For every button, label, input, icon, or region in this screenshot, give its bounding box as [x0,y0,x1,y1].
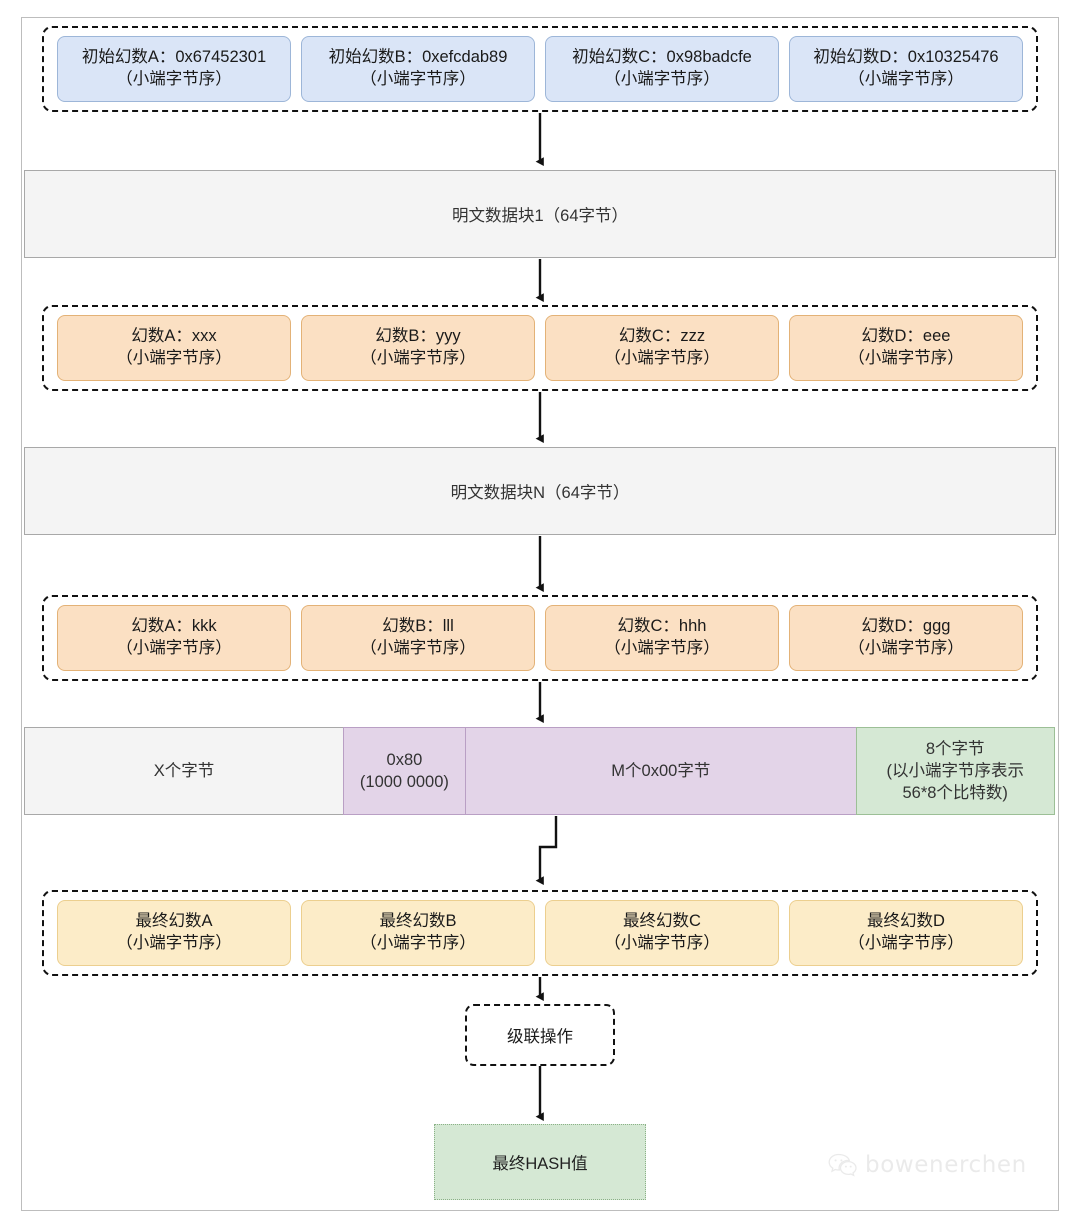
watermark: bowenerchen [828,1152,1027,1178]
magic-1-b: 幻数B：yyy （小端字节序） [301,315,535,381]
final-magic-a: 最终幻数A （小端字节序） [57,900,291,966]
padding-strip: X个字节 0x80 (1000 0000) M个0x00字节 8个字节 (以小端… [24,727,1056,815]
initial-magic-d: 初始幻数D：0x10325476 （小端字节序） [789,36,1023,102]
magic-n-d-value: 幻数D：ggg [861,617,951,636]
padding-length-note-2: 56*8个比特数) [902,784,1008,803]
cascade-operation-label: 级联操作 [507,1028,573,1046]
final-magic-d: 最终幻数D （小端字节序） [789,900,1023,966]
magic-n-b-endian: （小端字节序） [360,639,476,657]
padding-0x80-bits: (1000 0000) [359,773,449,791]
magic-1-a-value: 幻数A：xxx [131,327,217,346]
final-hash-node: 最终HASH值 [434,1124,646,1200]
final-magic-c: 最终幻数C （小端字节序） [545,900,779,966]
magic-numbers-group-n: 幻数A：kkk （小端字节序） 幻数B：lll （小端字节序） 幻数C：hhh … [42,595,1038,681]
padding-length-note-1: (以小端字节序表示 [886,761,1024,780]
initial-magic-numbers-group: 初始幻数A：0x67452301 （小端字节序） 初始幻数B：0xefcdab8… [42,26,1038,112]
padding-segment-length: 8个字节 (以小端字节序表示 56*8个比特数) [855,727,1055,815]
final-magic-b-label: 最终幻数B [379,912,457,931]
magic-1-b-endian: （小端字节序） [360,349,476,367]
initial-magic-b-value: 初始幻数B：0xefcdab89 [328,48,508,67]
watermark-text: bowenerchen [865,1152,1027,1178]
final-magic-b-endian: （小端字节序） [360,934,476,952]
padding-segment-x-bytes: X个字节 [24,727,344,815]
magic-1-d-endian: （小端字节序） [848,349,964,367]
initial-magic-c-endian: （小端字节序） [604,70,720,88]
plaintext-block-n: 明文数据块N（64字节） [24,447,1056,535]
padding-segment-0x80: 0x80 (1000 0000) [342,727,466,815]
magic-n-d-endian: （小端字节序） [848,639,964,657]
padding-0x80-label: 0x80 [386,750,423,769]
final-magic-d-endian: （小端字节序） [848,934,964,952]
plaintext-block-1: 明文数据块1（64字节） [24,170,1056,258]
plaintext-block-n-label: 明文数据块N（64字节） [450,484,630,502]
final-magic-c-label: 最终幻数C [623,912,701,931]
magic-n-d: 幻数D：ggg （小端字节序） [789,605,1023,671]
initial-magic-c: 初始幻数C：0x98badcfe （小端字节序） [545,36,779,102]
padding-x-bytes-label: X个字节 [153,761,215,780]
magic-1-d-value: 幻数D：eee [861,327,951,346]
initial-magic-a: 初始幻数A：0x67452301 （小端字节序） [57,36,291,102]
final-magic-a-endian: （小端字节序） [116,934,232,952]
final-magic-c-endian: （小端字节序） [604,934,720,952]
magic-numbers-group-1: 幻数A：xxx （小端字节序） 幻数B：yyy （小端字节序） 幻数C：zzz … [42,305,1038,391]
final-magic-d-label: 最终幻数D [867,912,945,931]
initial-magic-d-endian: （小端字节序） [848,70,964,88]
magic-1-a: 幻数A：xxx （小端字节序） [57,315,291,381]
final-magic-a-label: 最终幻数A [135,912,213,931]
magic-1-c-value: 幻数C：zzz [618,327,706,346]
final-hash-label: 最终HASH值 [492,1155,588,1173]
plaintext-block-1-label: 明文数据块1（64字节） [451,207,629,225]
initial-magic-b-endian: （小端字节序） [360,70,476,88]
magic-1-c-endian: （小端字节序） [604,349,720,367]
magic-n-c-value: 幻数C：hhh [617,617,707,636]
cascade-operation-node: 级联操作 [465,1004,615,1066]
magic-1-b-value: 幻数B：yyy [375,327,461,346]
padding-segment-zero-bytes: M个0x00字节 [464,727,857,815]
magic-1-a-endian: （小端字节序） [116,349,232,367]
padding-zero-bytes-label: M个0x00字节 [611,761,711,780]
padding-length-label: 8个字节 [925,739,985,758]
magic-n-b: 幻数B：lll （小端字节序） [301,605,535,671]
initial-magic-b: 初始幻数B：0xefcdab89 （小端字节序） [301,36,535,102]
magic-n-c-endian: （小端字节序） [604,639,720,657]
magic-1-d: 幻数D：eee （小端字节序） [789,315,1023,381]
magic-n-b-value: 幻数B：lll [382,617,454,636]
magic-1-c: 幻数C：zzz （小端字节序） [545,315,779,381]
wechat-icon [828,1153,857,1177]
initial-magic-d-value: 初始幻数D：0x10325476 [813,48,999,67]
magic-n-a-endian: （小端字节序） [116,639,232,657]
magic-n-a-value: 幻数A：kkk [131,617,217,636]
initial-magic-a-value: 初始幻数A：0x67452301 [81,48,267,67]
initial-magic-c-value: 初始幻数C：0x98badcfe [572,48,752,67]
final-magic-b: 最终幻数B （小端字节序） [301,900,535,966]
initial-magic-a-endian: （小端字节序） [116,70,232,88]
magic-n-a: 幻数A：kkk （小端字节序） [57,605,291,671]
magic-n-c: 幻数C：hhh （小端字节序） [545,605,779,671]
final-magic-numbers-group: 最终幻数A （小端字节序） 最终幻数B （小端字节序） 最终幻数C （小端字节序… [42,890,1038,976]
